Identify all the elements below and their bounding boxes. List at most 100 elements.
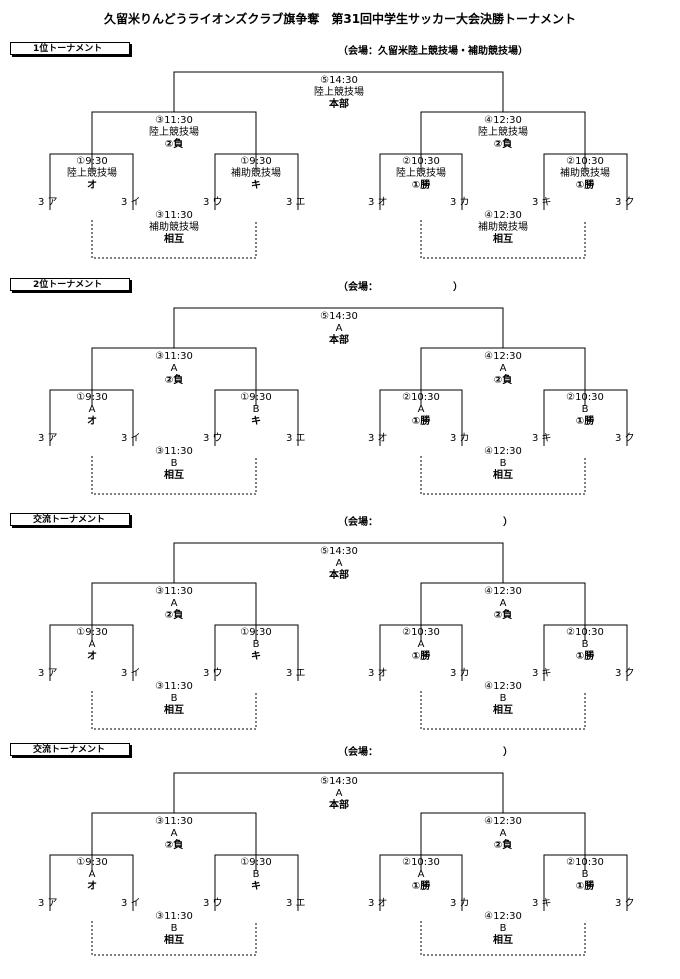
q1-label: オ bbox=[87, 416, 97, 427]
placement-right-venue: 補助競技場 bbox=[478, 222, 528, 233]
final-label: 本部 bbox=[329, 570, 349, 581]
semi-left-venue: A bbox=[170, 363, 178, 374]
q1-venue: A bbox=[88, 404, 96, 415]
placement-left-time: ③11:30 bbox=[155, 681, 193, 692]
placement-left-venue: B bbox=[170, 693, 178, 704]
semi-left-time: ③11:30 bbox=[155, 816, 193, 827]
final-label: 本部 bbox=[329, 99, 349, 110]
final-time: ⑤14:30 bbox=[320, 546, 358, 557]
team-ka: 3 カ bbox=[450, 433, 470, 444]
team-a: 3 ア bbox=[38, 898, 58, 909]
team-ki: 3 キ bbox=[532, 898, 552, 909]
q3-time: ②10:30 bbox=[402, 156, 440, 167]
final-venue: A bbox=[335, 323, 343, 334]
section-tag: 2位トーナメント bbox=[10, 278, 130, 291]
q3-venue: A bbox=[417, 404, 425, 415]
q2-time: ①9:30 bbox=[240, 627, 272, 638]
placement-left-label: 相互 bbox=[164, 705, 184, 716]
q2-label: キ bbox=[251, 180, 261, 191]
q2-venue: 補助競技場 bbox=[231, 168, 281, 179]
team-a: 3 ア bbox=[38, 433, 58, 444]
team-ku: 3 ク bbox=[615, 668, 635, 679]
placement-right-venue: B bbox=[499, 458, 507, 469]
semi-left-venue: A bbox=[170, 598, 178, 609]
semi-left-label: ②負 bbox=[164, 139, 184, 150]
placement-left-venue: B bbox=[170, 458, 178, 469]
semi-right-time: ④12:30 bbox=[484, 351, 522, 362]
team-ku: 3 ク bbox=[615, 197, 635, 208]
placement-right-time: ④12:30 bbox=[484, 210, 522, 221]
team-e: 3 エ bbox=[286, 668, 306, 679]
final-time: ⑤14:30 bbox=[320, 776, 358, 787]
semi-right-label: ②負 bbox=[493, 610, 513, 621]
section-venue: （会場：久留米陸上競技場・補助競技場） bbox=[338, 46, 528, 57]
q1-time: ①9:30 bbox=[76, 627, 108, 638]
q4-venue: B bbox=[581, 404, 589, 415]
semi-left-venue: 陸上競技場 bbox=[149, 127, 199, 138]
placement-left-label: 相互 bbox=[164, 470, 184, 481]
q4-venue: B bbox=[581, 869, 589, 880]
q3-venue: A bbox=[417, 869, 425, 880]
placement-right-label: 相互 bbox=[493, 470, 513, 481]
q3-label: ①勝 bbox=[411, 180, 431, 191]
q3-time: ②10:30 bbox=[402, 857, 440, 868]
team-ka: 3 カ bbox=[450, 898, 470, 909]
q2-venue: B bbox=[252, 404, 260, 415]
placement-right-label: 相互 bbox=[493, 234, 513, 245]
q2-label: キ bbox=[251, 881, 261, 892]
semi-right-venue: A bbox=[499, 363, 507, 374]
team-o: 3 オ bbox=[368, 898, 388, 909]
section-tag: 交流トーナメント bbox=[10, 513, 130, 526]
q1-label: オ bbox=[87, 651, 97, 662]
team-i: 3 イ bbox=[121, 197, 141, 208]
team-a: 3 ア bbox=[38, 197, 58, 208]
section-tag: 交流トーナメント bbox=[10, 743, 130, 756]
semi-left-time: ③11:30 bbox=[155, 351, 193, 362]
q2-label: キ bbox=[251, 651, 261, 662]
q3-venue: A bbox=[417, 639, 425, 650]
team-u: 3 ウ bbox=[203, 433, 223, 444]
placement-left-time: ③11:30 bbox=[155, 210, 193, 221]
q2-time: ①9:30 bbox=[240, 392, 272, 403]
semi-right-label: ②負 bbox=[493, 840, 513, 851]
team-i: 3 イ bbox=[121, 898, 141, 909]
q1-label: オ bbox=[87, 180, 97, 191]
placement-right-label: 相互 bbox=[493, 935, 513, 946]
q1-venue: A bbox=[88, 869, 96, 880]
semi-right-time: ④12:30 bbox=[484, 115, 522, 126]
team-ki: 3 キ bbox=[532, 433, 552, 444]
q3-venue: 陸上競技場 bbox=[396, 168, 446, 179]
placement-right-time: ④12:30 bbox=[484, 911, 522, 922]
semi-right-label: ②負 bbox=[493, 375, 513, 386]
placement-left-time: ③11:30 bbox=[155, 446, 193, 457]
team-ki: 3 キ bbox=[532, 197, 552, 208]
semi-left-label: ②負 bbox=[164, 610, 184, 621]
placement-right-venue: B bbox=[499, 923, 507, 934]
section-venue: （会場： ） bbox=[338, 517, 513, 528]
team-ku: 3 ク bbox=[615, 433, 635, 444]
q3-time: ②10:30 bbox=[402, 392, 440, 403]
semi-right-label: ②負 bbox=[493, 139, 513, 150]
team-ka: 3 カ bbox=[450, 668, 470, 679]
team-u: 3 ウ bbox=[203, 668, 223, 679]
tournament-section: 2位トーナメント （会場： ） ⑤14:30 A 本部 ③11:30 A ②負 … bbox=[0, 278, 680, 514]
final-label: 本部 bbox=[329, 335, 349, 346]
q3-label: ①勝 bbox=[411, 881, 431, 892]
placement-left-venue: 補助競技場 bbox=[149, 222, 199, 233]
q3-label: ①勝 bbox=[411, 651, 431, 662]
q4-label: ①勝 bbox=[575, 651, 595, 662]
final-time: ⑤14:30 bbox=[320, 311, 358, 322]
semi-right-venue: A bbox=[499, 828, 507, 839]
team-o: 3 オ bbox=[368, 197, 388, 208]
q4-label: ①勝 bbox=[575, 881, 595, 892]
final-venue: A bbox=[335, 558, 343, 569]
q4-time: ②10:30 bbox=[566, 627, 604, 638]
q3-label: ①勝 bbox=[411, 416, 431, 427]
semi-right-time: ④12:30 bbox=[484, 816, 522, 827]
q3-time: ②10:30 bbox=[402, 627, 440, 638]
semi-left-label: ②負 bbox=[164, 840, 184, 851]
bracket-lines bbox=[49, 307, 628, 495]
placement-right-time: ④12:30 bbox=[484, 681, 522, 692]
team-ki: 3 キ bbox=[532, 668, 552, 679]
tournament-section: 交流トーナメント （会場： ） ⑤14:30 A 本部 ③11:30 A ②負 … bbox=[0, 513, 680, 749]
